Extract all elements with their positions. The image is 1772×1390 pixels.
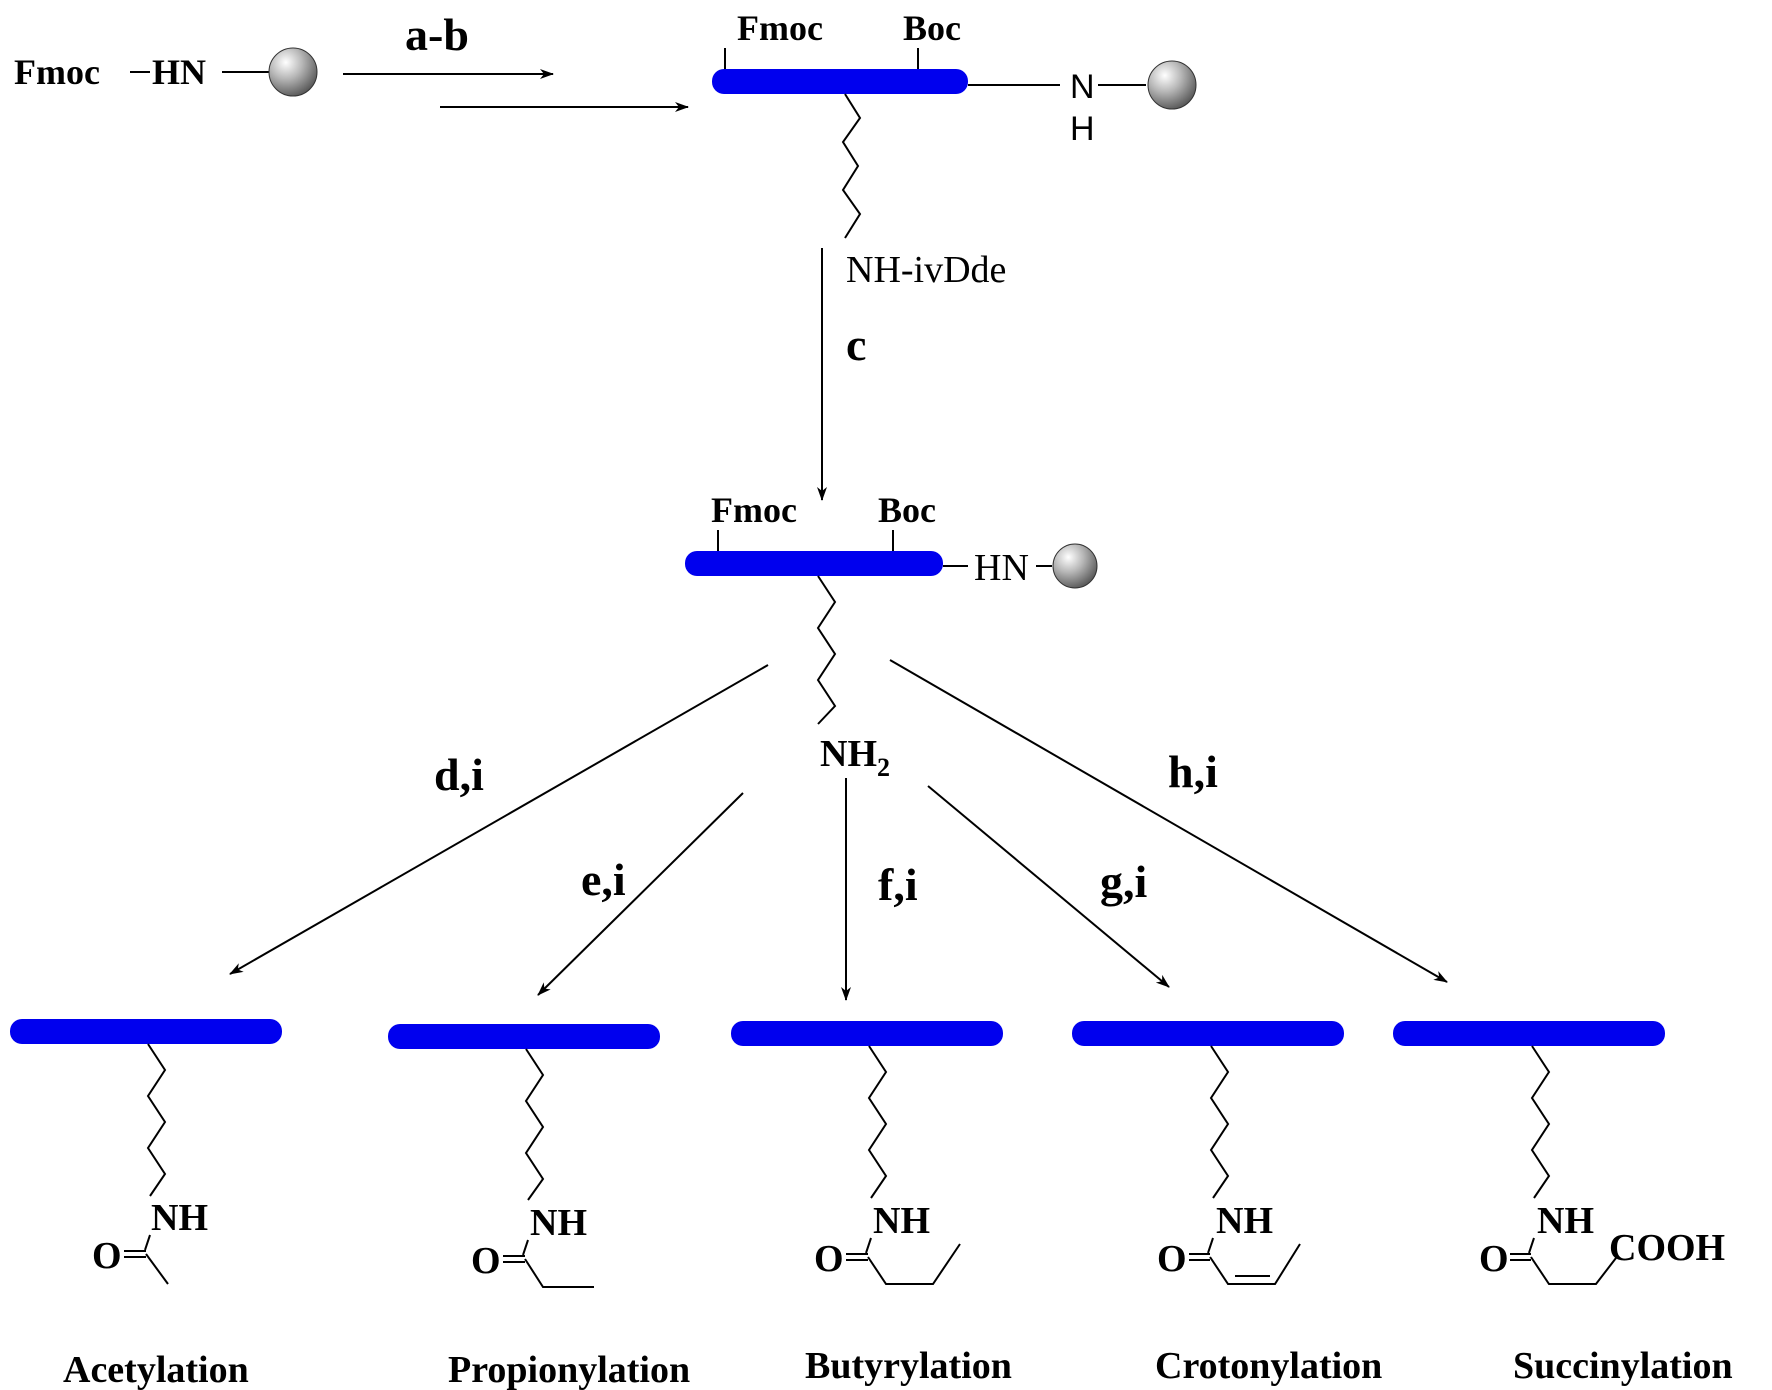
step-di-arrow — [229, 664, 769, 975]
intermediate1-h-label: H — [1070, 110, 1095, 148]
product-label: Succinylation — [1513, 1345, 1733, 1387]
intermediate1-ivdde-label: NH-ivDde — [846, 249, 1006, 291]
step-gi-label: g,i — [1100, 856, 1148, 907]
carbonyl-o-label: O — [814, 1238, 844, 1280]
intermediate1-n-label: N — [1070, 68, 1095, 106]
acyl-chain — [867, 1243, 961, 1285]
peptide-chain — [10, 1019, 282, 1044]
peptide-chain — [1072, 1021, 1344, 1046]
intermediate2-boc-label: Boc — [878, 490, 936, 530]
product-label: Butyrylation — [805, 1345, 1012, 1387]
acyl-chain — [1530, 1256, 1617, 1285]
product-propionylation: NH O Propionylation — [388, 1024, 690, 1390]
step-ab: a-b — [343, 9, 689, 112]
diverging-steps: d,i e,i f,i g,i h,i — [229, 659, 1448, 1001]
intermediate-2: Fmoc Boc HN NH2 — [685, 490, 1098, 782]
product-acetylation: NH O Acetylation — [10, 1019, 282, 1390]
lysine-side-chain — [524, 1048, 545, 1201]
lysine-side-chain — [1530, 1045, 1551, 1199]
amide-bond — [522, 1239, 529, 1256]
step-ei-arrow — [537, 792, 744, 996]
lysine-side-chain — [816, 575, 837, 725]
step-gi-arrow — [927, 785, 1170, 988]
amide-nh-label: NH — [873, 1200, 930, 1242]
acyl-chain — [1209, 1243, 1301, 1285]
step-ab-label: a-b — [405, 9, 469, 60]
peptide-chain — [685, 551, 943, 576]
intermediate2-hn-label: HN — [974, 547, 1029, 589]
step-hi-arrow — [889, 659, 1448, 983]
carbonyl-o-label: O — [1157, 1238, 1187, 1280]
step-fi-label: f,i — [878, 859, 918, 910]
carboxylic-acid-label: COOH — [1609, 1227, 1725, 1269]
peptide-chain — [1393, 1021, 1665, 1046]
peptide-chain — [731, 1021, 1003, 1046]
product-succinylation: NH O COOH Succinylation — [1393, 1021, 1733, 1387]
resin-bead-icon — [268, 47, 318, 97]
step-c-label: c — [846, 319, 866, 370]
amide-nh-label: NH — [1537, 1200, 1594, 1242]
product-butyrylation: NH O Butyrylation — [731, 1021, 1012, 1387]
intermediate2-fmoc-label: Fmoc — [711, 490, 797, 530]
product-crotonylation: NH O Crotonylation — [1072, 1021, 1382, 1387]
lysine-side-chain — [867, 1045, 888, 1199]
amide-bond — [1207, 1237, 1214, 1254]
acyl-chain — [145, 1253, 169, 1285]
lysine-side-chain — [1209, 1045, 1230, 1199]
amide-nh-label: NH — [530, 1202, 587, 1244]
carbonyl-o-label: O — [471, 1240, 501, 1282]
intermediate-1: Fmoc Boc N H NH-ivDde — [712, 8, 1197, 291]
intermediate2-nh2-label: NH2 — [820, 733, 890, 782]
amide-nh-label: NH — [151, 1197, 208, 1239]
peptide-chain — [712, 69, 968, 94]
lysine-side-chain — [841, 93, 862, 239]
amide-bond — [1528, 1237, 1535, 1254]
resin-bead-icon — [1147, 60, 1197, 110]
starting-resin: Fmoc HN — [14, 47, 318, 97]
intermediate1-fmoc-label: Fmoc — [737, 8, 823, 48]
step-di-label: d,i — [434, 749, 484, 800]
peptide-chain — [388, 1024, 660, 1049]
carbonyl-o-label: O — [92, 1235, 122, 1277]
step-hi-label: h,i — [1168, 746, 1218, 797]
start-fmoc-label: Fmoc — [14, 52, 100, 92]
step-c: c — [817, 248, 866, 501]
amide-bond — [865, 1237, 872, 1254]
product-label: Acetylation — [63, 1349, 249, 1390]
product-label: Crotonylation — [1155, 1345, 1382, 1387]
intermediate1-boc-label: Boc — [903, 8, 961, 48]
amide-bond — [144, 1234, 151, 1251]
carbonyl-o-label: O — [1479, 1238, 1509, 1280]
step-ei-label: e,i — [581, 854, 626, 905]
resin-bead-icon — [1052, 543, 1098, 589]
amide-nh-label: NH — [1216, 1200, 1273, 1242]
start-hn-label: HN — [152, 52, 206, 92]
lysine-side-chain — [146, 1043, 167, 1197]
product-label: Propionylation — [448, 1349, 690, 1390]
acyl-chain — [524, 1258, 594, 1288]
